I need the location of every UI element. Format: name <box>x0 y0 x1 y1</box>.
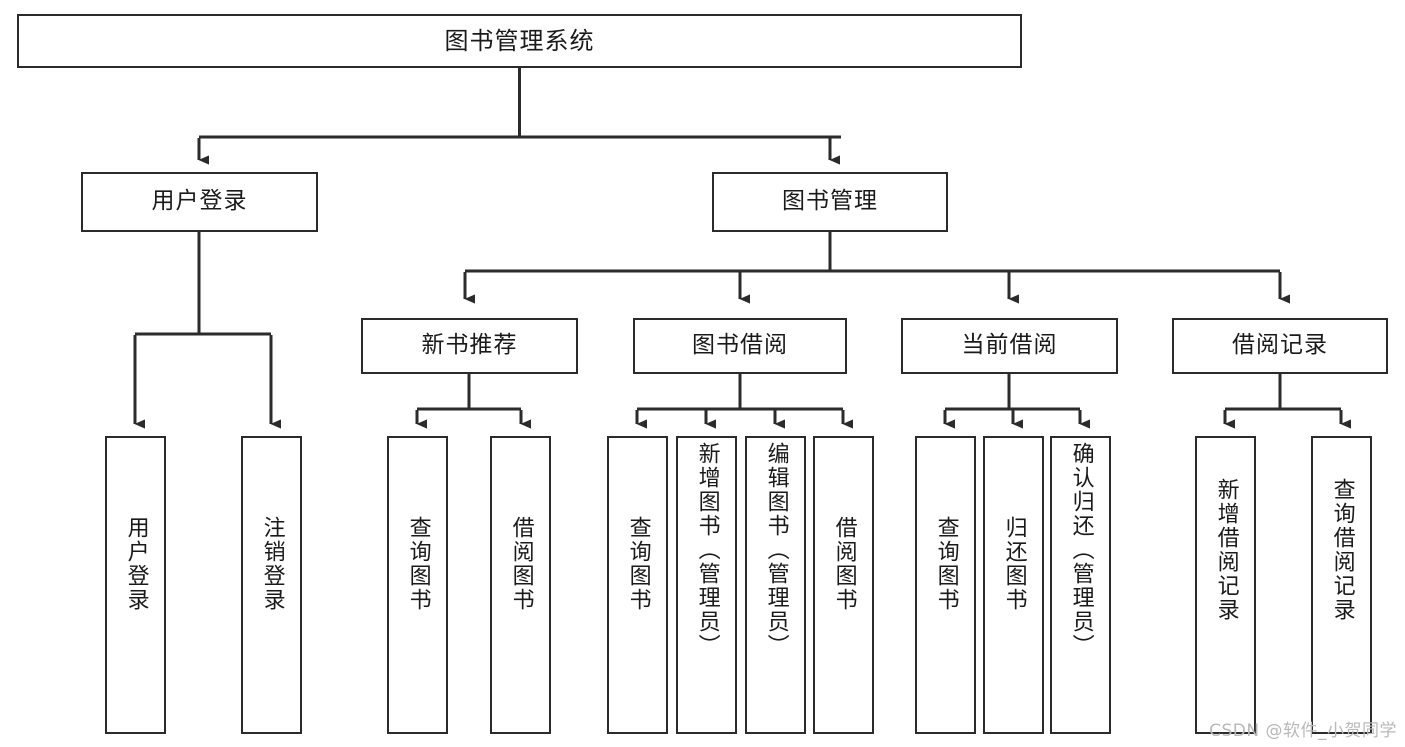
node-current-borrow[interactable]: 当前借阅 <box>901 318 1118 374</box>
node-book-management[interactable]: 图书管理 <box>712 172 948 232</box>
node-label: 借阅图书 <box>831 516 857 612</box>
node-label: 注销登录 <box>259 516 285 612</box>
node-label: 查询图书 <box>933 516 959 612</box>
leaf-borrow-add-book-admin[interactable]: 新增图书（管理员） <box>676 436 737 734</box>
node-book-borrow[interactable]: 图书借阅 <box>633 318 847 374</box>
node-label: 归还图书 <box>1001 516 1027 612</box>
leaf-new-book-query[interactable]: 查询图书 <box>387 436 448 734</box>
node-label: 图书管理 <box>782 188 878 215</box>
node-user-login[interactable]: 用户登录 <box>81 172 318 232</box>
node-label: 编辑图书（管理员） <box>763 442 789 658</box>
node-label: 当前借阅 <box>961 332 1058 359</box>
watermark-text: CSDN @软件_小贺同学 <box>1209 721 1397 741</box>
leaf-current-return-book[interactable]: 归还图书 <box>983 436 1044 734</box>
node-label: 借阅图书 <box>508 516 534 612</box>
leaf-borrow-query-book[interactable]: 查询图书 <box>607 436 668 734</box>
node-label: 查询图书 <box>625 516 651 612</box>
node-label: 新增图书（管理员） <box>694 442 720 658</box>
node-label: 图书管理系统 <box>444 26 595 55</box>
leaf-record-add[interactable]: 新增借阅记录 <box>1195 436 1256 734</box>
node-root-system[interactable]: 图书管理系统 <box>17 14 1022 68</box>
node-label: 查询图书 <box>405 516 431 612</box>
node-label: 确认归还（管理员） <box>1068 442 1094 658</box>
leaf-user-login-logout[interactable]: 注销登录 <box>241 436 302 734</box>
leaf-new-book-borrow[interactable]: 借阅图书 <box>490 436 551 734</box>
node-label: 查询借阅记录 <box>1329 478 1355 622</box>
node-label: 借阅记录 <box>1232 332 1328 359</box>
node-borrow-record[interactable]: 借阅记录 <box>1172 318 1388 374</box>
leaf-current-query-book[interactable]: 查询图书 <box>915 436 976 734</box>
leaf-borrow-edit-book-admin[interactable]: 编辑图书（管理员） <box>745 436 806 734</box>
node-label: 用户登录 <box>151 188 248 215</box>
node-label: 图书借阅 <box>692 332 788 359</box>
node-label: 新增借阅记录 <box>1213 478 1239 622</box>
node-label: 用户登录 <box>123 516 149 612</box>
node-label: 新书推荐 <box>421 332 518 359</box>
leaf-current-confirm-return-admin[interactable]: 确认归还（管理员） <box>1050 436 1111 734</box>
leaf-record-query[interactable]: 查询借阅记录 <box>1311 436 1372 734</box>
node-new-book-recommend[interactable]: 新书推荐 <box>361 318 578 374</box>
leaf-user-login-login[interactable]: 用户登录 <box>105 436 166 734</box>
leaf-borrow-borrow-book[interactable]: 借阅图书 <box>813 436 874 734</box>
